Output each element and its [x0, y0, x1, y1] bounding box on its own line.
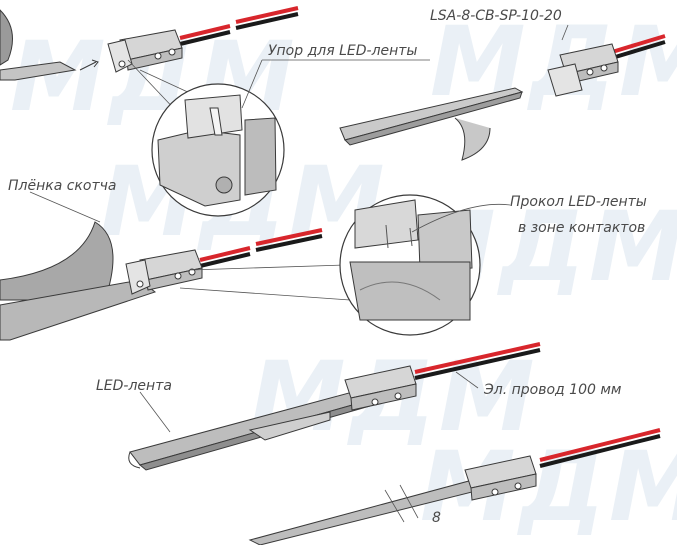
zoom-circle-stop [127, 59, 285, 217]
bottom-assembly-1 [128, 342, 541, 471]
part-number-label: LSA-8-CB-SP-10-20 [430, 8, 562, 24]
tape-film-callout: Плёнка скотча [8, 178, 116, 223]
stop-callout: Упор для LED-ленты [241, 43, 430, 109]
width-label: 8 [432, 510, 441, 526]
top-left-strip [0, 9, 99, 81]
part-callout: LSA-8-CB-SP-10-20 [430, 8, 569, 41]
led-strip-label: LED-лента [96, 378, 172, 394]
top-right-assembly [339, 34, 666, 161]
stop-label: Упор для LED-ленты [268, 43, 418, 59]
pierce-label-line1: Прокол LED-ленты [510, 194, 647, 210]
top-left-connector [107, 6, 299, 73]
wire-label: Эл. провод 100 мм [483, 382, 622, 398]
led-strip-callout: LED-лента [96, 378, 172, 433]
tape-film-label: Плёнка скотча [8, 178, 116, 194]
wire-callout: Эл. провод 100 мм [455, 371, 622, 398]
middle-assembly [0, 221, 351, 341]
pierce-label-line2: в зоне контактов [518, 220, 645, 236]
bottom-assembly-2 [248, 428, 661, 545]
zoom-circle-pierce [339, 194, 481, 336]
pierce-callout: Прокол LED-ленты в зоне контактов [411, 194, 647, 236]
width-callout: 8 [432, 510, 441, 526]
